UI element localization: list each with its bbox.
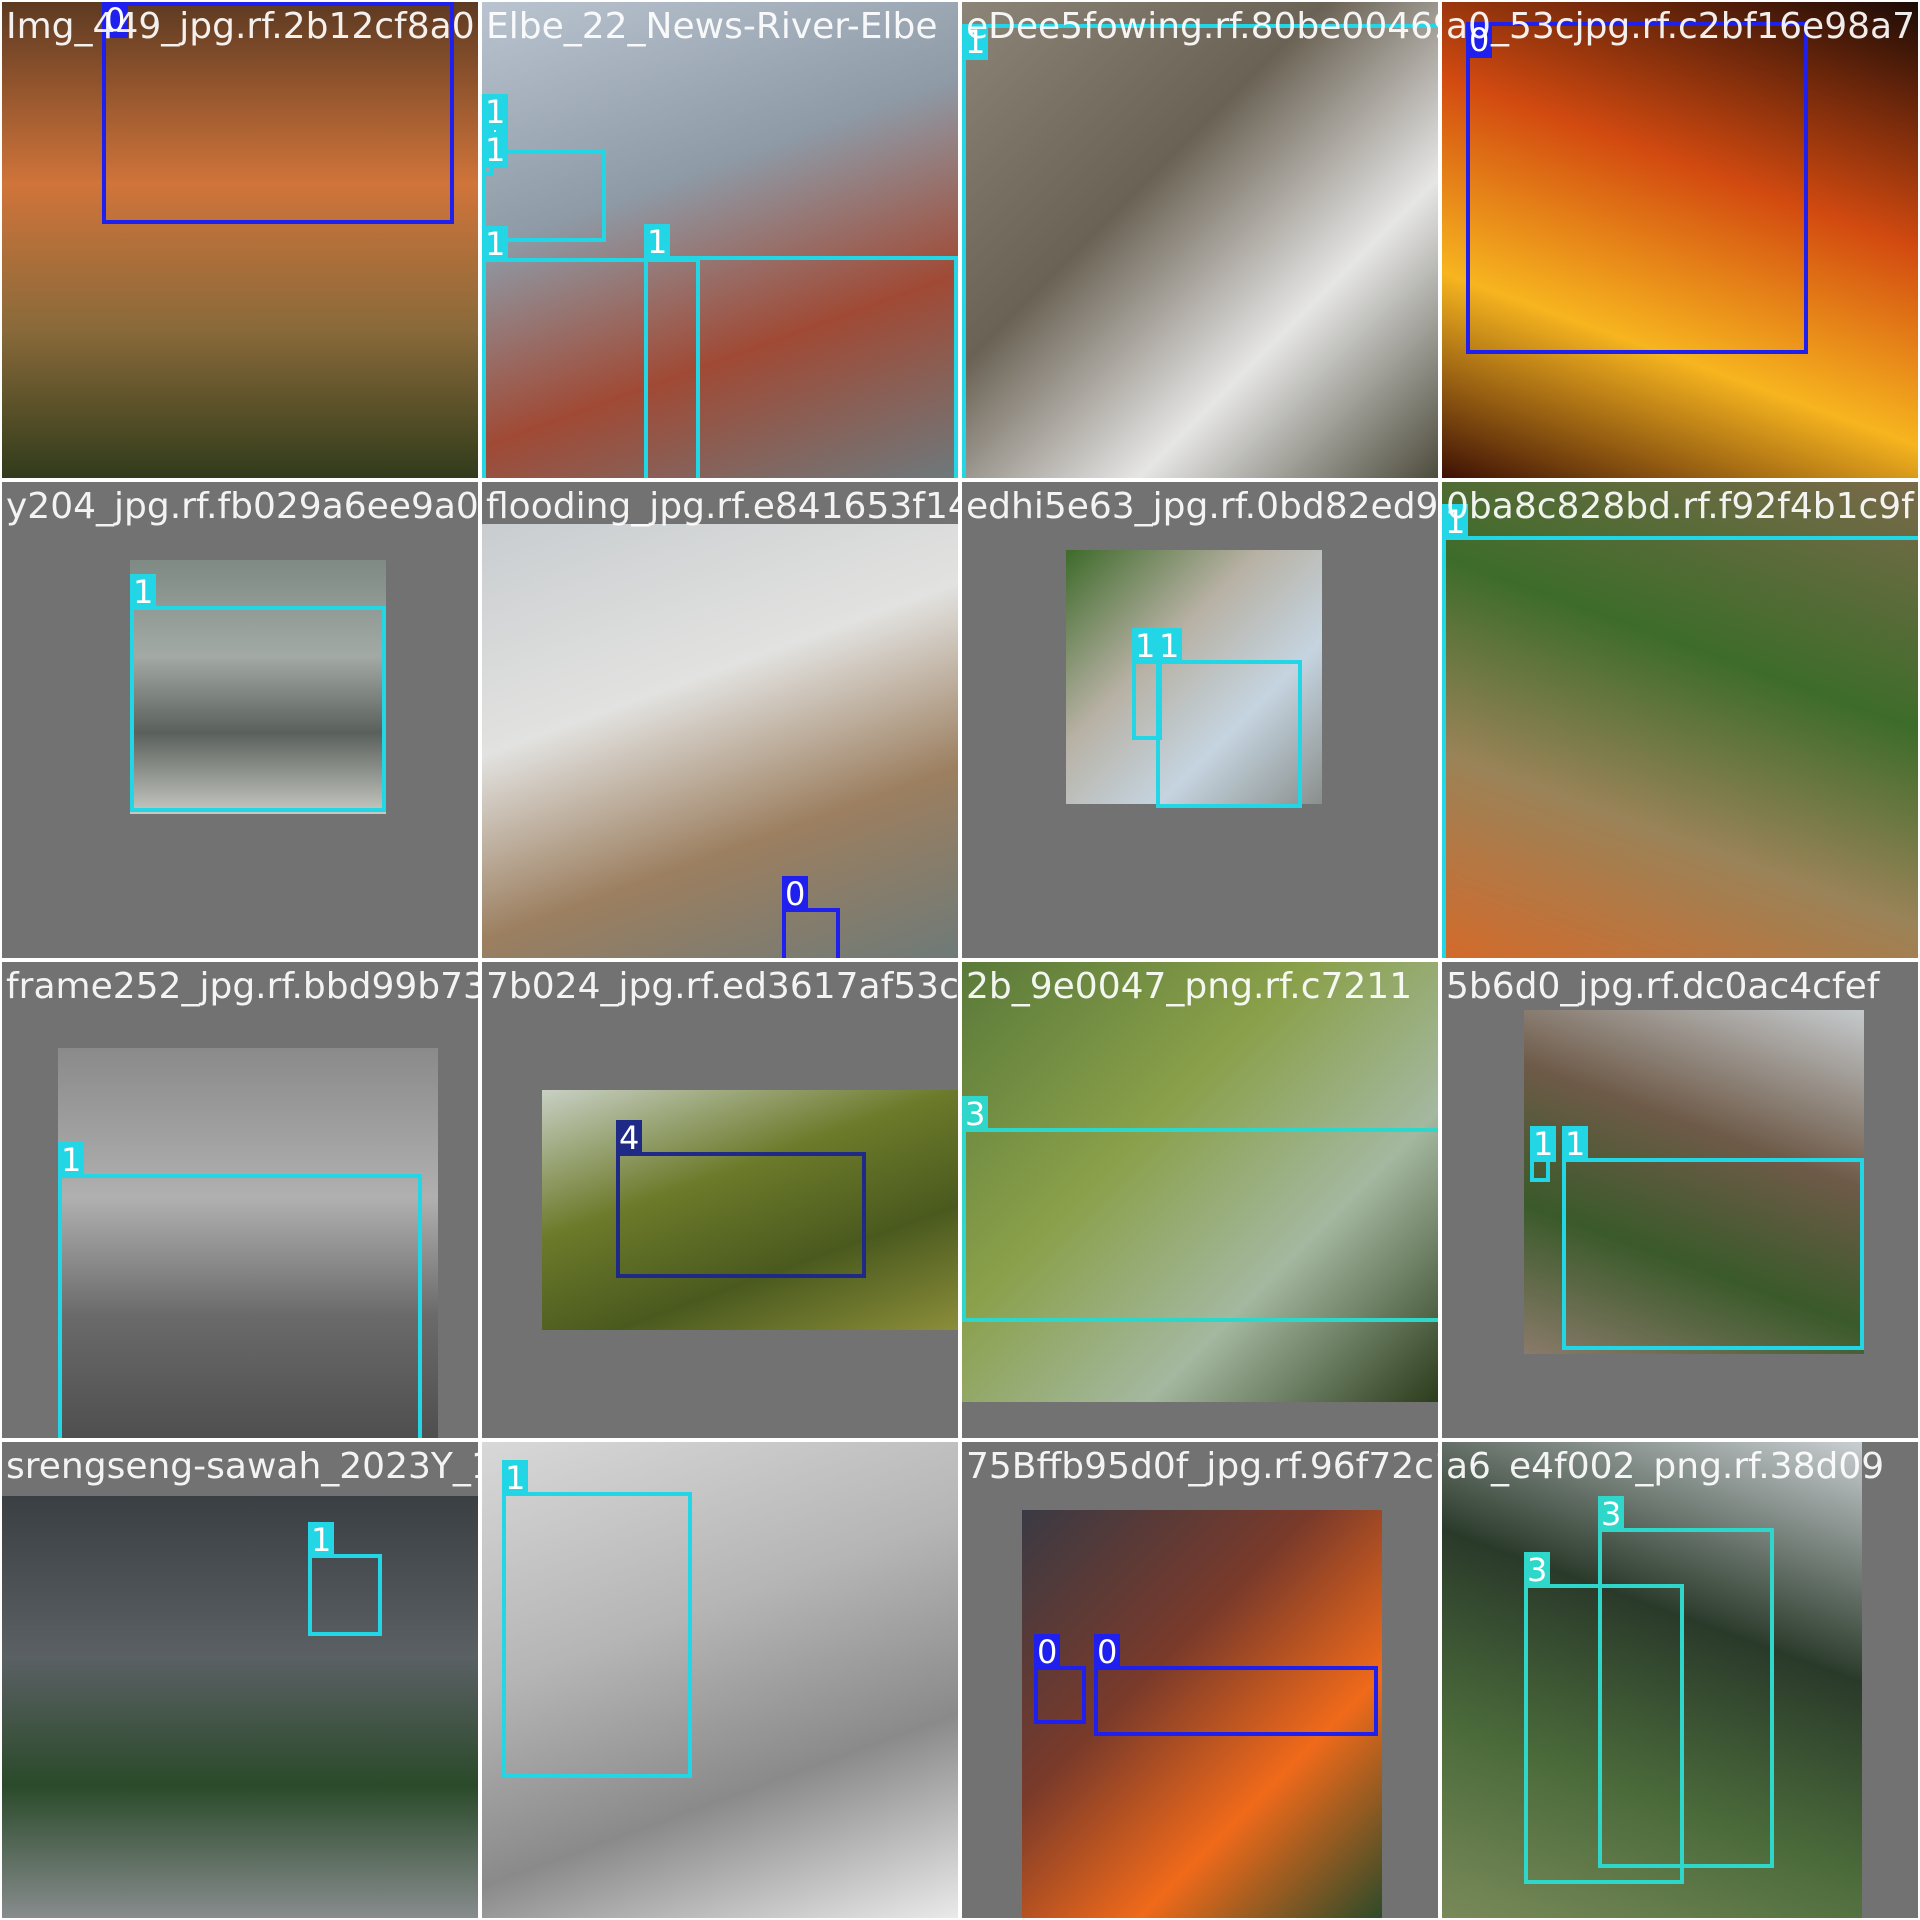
tile-caption: 5b6d0_jpg.rf.dc0ac4cfef — [1446, 966, 1880, 1007]
detection-box: 1 — [962, 24, 1438, 478]
detection-box: 1 — [1156, 628, 1302, 808]
class-label: 1 — [1530, 1126, 1557, 1162]
detection-box: 1 — [1132, 628, 1162, 740]
class-label: 0 — [1094, 1634, 1121, 1670]
tile-caption: 2b_9e0047_png.rf.c7211 — [966, 966, 1413, 1007]
flooded-road-truck-photo — [1066, 550, 1322, 804]
class-label: 1 — [644, 224, 671, 260]
fire-flames-photo — [1442, 2, 1918, 478]
mosaic-tile: edhi5e63_jpg.rf.0bd82ed91f55 11 — [960, 480, 1440, 960]
fallen-trees-photo — [962, 962, 1438, 1402]
tile-caption: a0_53cjpg.rf.c2bf16e98a7 — [1446, 6, 1915, 47]
class-label: 0 — [1466, 22, 1493, 58]
detection-box: 0 — [1094, 1634, 1378, 1736]
tile-caption: Img_449_jpg.rf.2b12cf8a0 — [6, 6, 475, 47]
green-hills-photo — [542, 1090, 958, 1330]
tile-caption: a6_e4f002_png.rf.38d09 — [1446, 1446, 1885, 1487]
class-label: 0 — [782, 876, 809, 912]
flooded-street-scooters-photo — [130, 560, 386, 814]
detection-box: 1 — [1562, 1126, 1864, 1350]
mosaic-tile: y204_jpg.rf.fb029a6ee9a05f 1 — [0, 480, 480, 960]
flooded-lake-town-photo — [1524, 1010, 1864, 1354]
detection-box: 3 — [962, 1096, 1438, 1322]
tile-caption: Elbe_22_News-River-Elbe — [486, 6, 938, 47]
tile-caption: flooding_jpg.rf.e841653f14 — [486, 486, 960, 527]
tile-caption: srengseng-sawah_2023Y_1 — [6, 1446, 480, 1487]
tile-caption: frame252_jpg.rf.bbd99b736 — [6, 966, 480, 1007]
fire-leaves-photo — [2, 2, 478, 478]
detection-box: 1 — [58, 1142, 422, 1438]
detection-box: 0 — [782, 876, 840, 958]
mosaic-tile: a6_e4f002_png.rf.38d09 3 3 — [1440, 1440, 1920, 1920]
class-label: 1 — [1562, 1126, 1589, 1162]
class-label: 1 — [58, 1142, 85, 1178]
detection-box: 0 — [1466, 22, 1808, 354]
detection-box: 3 — [1524, 1552, 1684, 1884]
class-label: 0 — [102, 2, 129, 38]
class-label: 1 — [482, 226, 509, 262]
class-label: 4 — [616, 1120, 643, 1156]
mosaic-tile: 7b024_jpg.rf.ed3617af53ca 4 — [480, 960, 960, 1440]
detection-box: 0 — [102, 2, 454, 224]
flooded-park-vehicles-photo — [1442, 482, 1918, 958]
class-label: 1 — [1156, 628, 1183, 664]
detection-box: 1 — [1442, 504, 1918, 958]
mosaic-tile: flooding_jpg.rf.e841653f14 0 — [480, 480, 960, 960]
detection-box: 0 — [1034, 1634, 1086, 1724]
class-label: 1 — [1442, 504, 1469, 540]
class-label: 1 — [482, 94, 509, 130]
riverbank-wall-photo — [482, 524, 958, 958]
flooded-river-bridge-photo — [58, 1048, 438, 1438]
tile-caption: eDee5fowing.rf.80be00469 — [966, 6, 1440, 47]
class-label: 1 — [482, 132, 509, 168]
mosaic-tile: Elbe_22_News-River-Elbe11111 — [480, 0, 960, 480]
class-label: 3 — [1524, 1552, 1551, 1588]
class-label: 1 — [130, 574, 157, 610]
tile-caption: 75Bffb95d0f_jpg.rf.96f72c1f — [966, 1446, 1440, 1487]
class-label: 1 — [1132, 628, 1159, 664]
tile-caption: edhi5e63_jpg.rf.0bd82ed91f55 — [966, 486, 1439, 527]
class-label: 1 — [308, 1522, 335, 1558]
detection-box: 1 — [130, 574, 386, 812]
detection-box: 1 — [1530, 1126, 1557, 1182]
mosaic-tile: srengseng-sawah_2023Y_1 1 — [0, 1440, 480, 1920]
bent-trees-storm-photo — [1442, 1442, 1862, 1918]
detection-box: 4 — [616, 1120, 866, 1278]
detection-box: 1 — [644, 224, 958, 478]
detection-box: 1 — [482, 226, 700, 478]
mosaic-tile: 2b_9e0047_png.rf.c7211 3 — [960, 960, 1440, 1440]
class-label: 3 — [962, 1096, 989, 1132]
tile-caption: y204_jpg.rf.fb029a6ee9a05f — [6, 486, 480, 527]
detection-box: 1 — [482, 94, 509, 156]
detection-box: 3 — [1598, 1496, 1774, 1868]
flooded-car-photo — [962, 2, 1438, 478]
class-label: 0 — [1034, 1634, 1061, 1670]
class-label: 1 — [502, 1460, 529, 1496]
tile-caption: 0ba8c828bd.rf.f92f4b1c9f — [1446, 486, 1914, 527]
class-label: 1 — [962, 24, 989, 60]
detection-box: 1 — [482, 132, 509, 176]
street-traffic-photo — [2, 1496, 478, 1918]
mosaic-tile: 1 — [480, 1440, 960, 1920]
flooded-street-night-photo — [482, 1442, 958, 1918]
mosaic-tile: frame252_jpg.rf.bbd99b736 1 — [0, 960, 480, 1440]
tile-caption: 7b024_jpg.rf.ed3617af53ca — [486, 966, 960, 1007]
detection-box: 1 — [308, 1522, 382, 1636]
detection-box: 1 — [502, 1460, 692, 1778]
class-label: 3 — [1598, 1496, 1625, 1532]
